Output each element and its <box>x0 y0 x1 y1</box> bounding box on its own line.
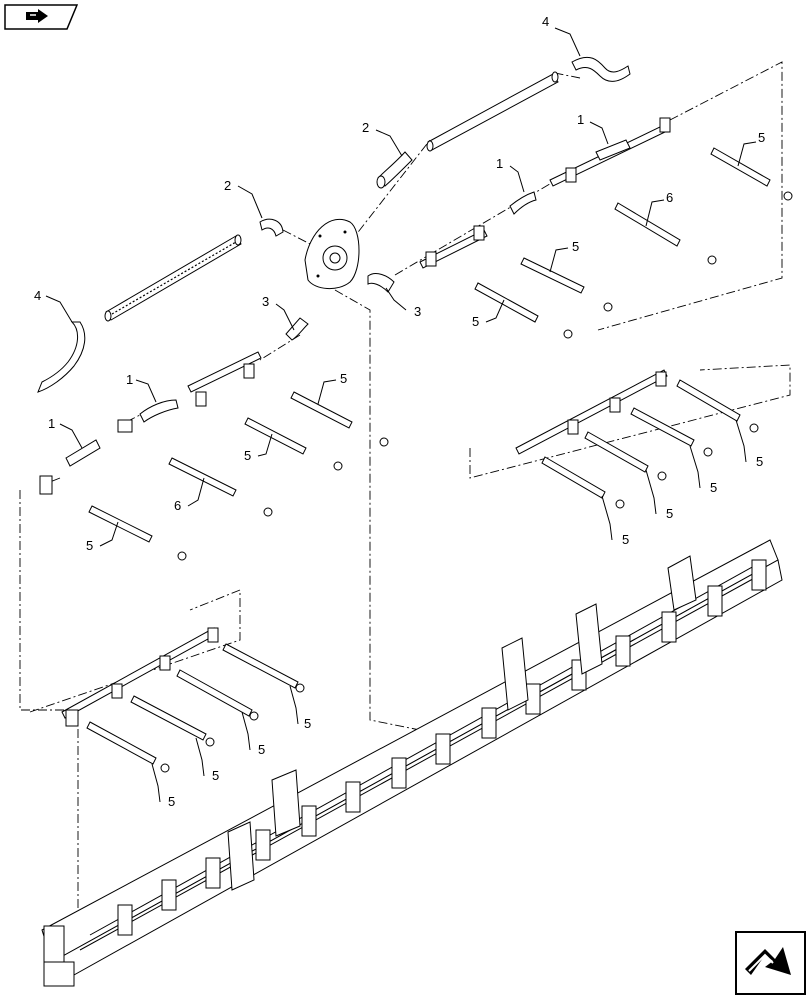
assembly-boundary-lines <box>19 61 791 935</box>
callout-5: 5 <box>212 768 219 783</box>
right-upper-boom <box>419 117 671 269</box>
callout-1: 1 <box>126 372 133 387</box>
callout-5: 5 <box>168 794 175 809</box>
left-lower-boom <box>61 627 219 727</box>
callout-4: 4 <box>34 288 41 303</box>
upper-tube-assembly <box>376 56 631 189</box>
callout-5: 5 <box>572 239 579 254</box>
next-page-arrow-icon[interactable] <box>735 931 806 995</box>
left-upper-tube <box>37 218 395 393</box>
callout-2: 2 <box>224 178 231 193</box>
callout-2: 2 <box>362 120 369 135</box>
main-boom-frame <box>41 539 783 987</box>
callout-5: 5 <box>756 454 763 469</box>
nozzle-rods <box>86 147 793 773</box>
callout-1: 1 <box>496 156 503 171</box>
callout-6: 6 <box>174 498 181 513</box>
callout-5: 5 <box>710 480 717 495</box>
callout-5: 5 <box>258 742 265 757</box>
callout-5: 5 <box>758 130 765 145</box>
callout-5: 5 <box>472 314 479 329</box>
callout-6: 6 <box>666 190 673 205</box>
callout-4: 4 <box>542 14 549 29</box>
boom-brackets <box>117 559 767 936</box>
callout-leader-lines <box>45 27 757 803</box>
center-mount-plate <box>304 219 360 289</box>
callout-5: 5 <box>666 506 673 521</box>
callout-5: 5 <box>304 716 311 731</box>
callout-3: 3 <box>262 294 269 309</box>
callout-5: 5 <box>622 532 629 547</box>
right-middle-boom <box>515 369 668 455</box>
callout-3: 3 <box>414 304 421 319</box>
callout-labels: 4 2 1 5 1 6 2 5 4 3 3 5 1 5 1 5 6 5 5 5 … <box>34 14 765 809</box>
page-flip-icon[interactable] <box>4 4 78 30</box>
callout-5: 5 <box>244 448 251 463</box>
callout-1: 1 <box>48 416 55 431</box>
callout-1: 1 <box>577 112 584 127</box>
callout-5: 5 <box>340 371 347 386</box>
callout-5: 5 <box>86 538 93 553</box>
left-middle-boom <box>39 351 262 495</box>
